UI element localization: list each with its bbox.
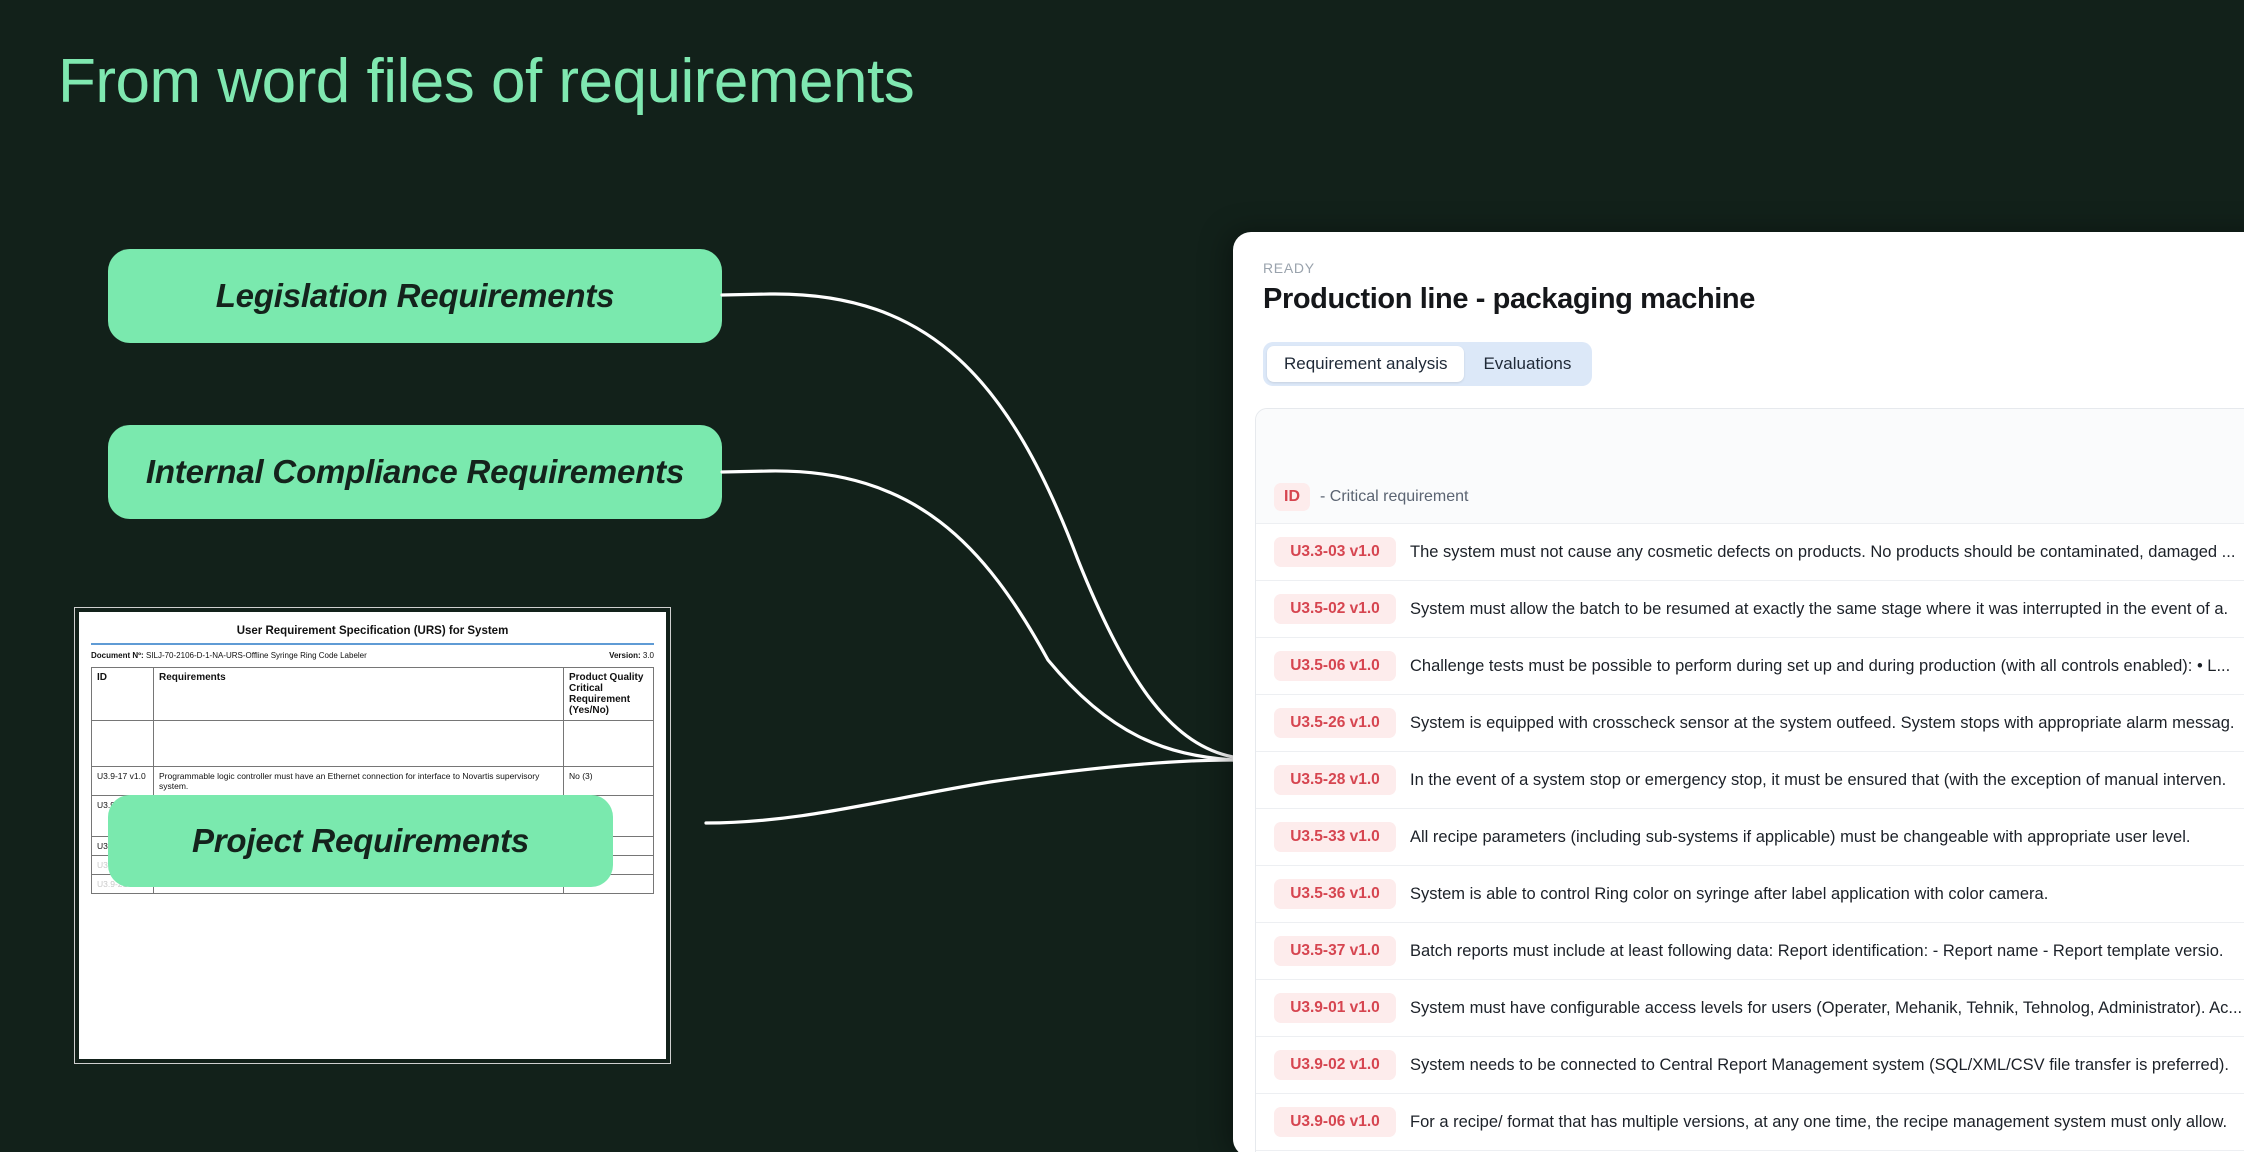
requirement-id-badge: U3.5-33 v1.0 [1274, 822, 1396, 852]
status-badge: READY [1263, 260, 1315, 276]
document-title: User Requirement Specification (URS) for… [236, 625, 509, 637]
document-divider [91, 643, 654, 645]
requirement-text: Challenge tests must be possible to perf… [1410, 656, 2231, 675]
requirement-text: System is equipped with crosscheck senso… [1410, 713, 2235, 732]
table-row[interactable] [1256, 1150, 2244, 1152]
requirement-text: System needs to be connected to Central … [1410, 1055, 2229, 1074]
table-row[interactable]: U3.5-06 v1.0 Challenge tests must be pos… [1256, 637, 2244, 694]
table-row[interactable]: U3.5-26 v1.0 System is equipped with cro… [1256, 694, 2244, 751]
document-row-requirement: Programmable logic controller must have … [153, 766, 564, 796]
id-column-badge: ID [1274, 483, 1310, 511]
requirement-id-badge: U3.5-36 v1.0 [1274, 879, 1396, 909]
requirement-text: The system must not cause any cosmetic d… [1410, 542, 2236, 561]
table-row[interactable]: U3.9-01 v1.0 System must have configurab… [1256, 979, 2244, 1036]
tab-bar: Requirement analysis Evaluations [1263, 342, 1593, 386]
requirement-text: System must allow the batch to be resume… [1410, 599, 2229, 618]
document-col-id: ID [91, 667, 154, 721]
tab-requirement-analysis[interactable]: Requirement analysis [1267, 346, 1465, 382]
requirement-text: For a recipe/ format that has multiple v… [1410, 1112, 2228, 1131]
pill-label: Project Requirements [191, 822, 530, 859]
requirement-id-badge: U3.3-03 v1.0 [1274, 537, 1396, 567]
document-table-header-row: ID Requirements Product Quality Critical… [91, 667, 654, 721]
table-row[interactable]: U3.9-06 v1.0 For a recipe/ format that h… [1256, 1093, 2244, 1150]
document-version-value: 3.0 [642, 651, 654, 660]
panel-header: READY Production line - packaging machin… [1233, 232, 2244, 386]
requirement-id-badge: U3.5-26 v1.0 [1274, 708, 1396, 738]
requirement-id-badge: U3.5-02 v1.0 [1274, 594, 1396, 624]
document-col-requirements: Requirements [153, 667, 564, 721]
requirement-text: System must have configurable access lev… [1410, 998, 2243, 1017]
document-col-critical: Product Quality Critical Requirement (Ye… [563, 667, 654, 721]
requirement-id-badge: U3.5-28 v1.0 [1274, 765, 1396, 795]
requirement-id-badge: U3.9-06 v1.0 [1274, 1107, 1396, 1137]
document-table-row: U3.9-17 v1.0 Programmable logic controll… [91, 766, 654, 796]
requirement-id-badge: U3.9-02 v1.0 [1274, 1050, 1396, 1080]
requirement-text: Batch reports must include at least foll… [1410, 941, 2224, 960]
document-spacer-row [91, 720, 654, 767]
table-row[interactable]: U3.5-36 v1.0 System is able to control R… [1256, 865, 2244, 922]
requirement-id-badge: U3.5-06 v1.0 [1274, 651, 1396, 681]
pill-label: Internal Compliance Requirements [145, 453, 685, 490]
table-row[interactable]: U3.5-02 v1.0 System must allow the batch… [1256, 580, 2244, 637]
critical-requirement-note: - Critical requirement [1320, 488, 1469, 505]
table-row[interactable]: U3.3-03 v1.0 The system must not cause a… [1256, 523, 2244, 580]
requirement-text: All recipe parameters (including sub-sys… [1410, 827, 2191, 846]
document-row-id: U3.9-17 v1.0 [91, 766, 154, 796]
table-row[interactable]: U3.5-28 v1.0 In the event of a system st… [1256, 751, 2244, 808]
requirement-id-badge: U3.5-37 v1.0 [1274, 936, 1396, 966]
requirements-app-panel: READY Production line - packaging machin… [1233, 232, 2244, 1152]
table-toolbar [1256, 409, 2244, 471]
document-meta: Document Nº: SILJ-70-2106-D-1-NA-URS-Off… [91, 651, 654, 667]
requirement-text: System is able to control Ring color on … [1410, 884, 2049, 903]
pill-label: Legislation Requirements [215, 277, 615, 314]
requirement-id-badge: U3.9-01 v1.0 [1274, 993, 1396, 1023]
table-row[interactable]: U3.5-37 v1.0 Batch reports must include … [1256, 922, 2244, 979]
tab-evaluations[interactable]: Evaluations [1483, 354, 1572, 373]
requirements-table-card: ID - Critical requirement U3.3-03 v1.0 T… [1255, 408, 2244, 1152]
requirement-text: In the event of a system stop or emergen… [1410, 770, 2227, 789]
table-row[interactable]: U3.5-33 v1.0 All recipe parameters (incl… [1256, 808, 2244, 865]
page-title: From word files of requirements [58, 47, 915, 116]
table-row[interactable]: U3.9-02 v1.0 System needs to be connecte… [1256, 1036, 2244, 1093]
document-row-critical: No (3) [563, 766, 654, 796]
pill-internal-compliance-requirements[interactable]: Internal Compliance Requirements [108, 425, 722, 519]
requirements-row-list: U3.3-03 v1.0 The system must not cause a… [1256, 523, 2244, 1152]
pill-project-requirements[interactable]: Project Requirements [108, 795, 613, 887]
document-version-label: Version: [609, 651, 641, 660]
pill-legislation-requirements[interactable]: Legislation Requirements [108, 249, 722, 343]
panel-title: Production line - packaging machine [1263, 283, 1755, 315]
document-number-value: SILJ-70-2106-D-1-NA-URS-Offline Syringe … [145, 651, 367, 660]
document-number-label: Document Nº: [91, 651, 144, 660]
table-header-row: ID - Critical requirement [1256, 471, 2244, 523]
